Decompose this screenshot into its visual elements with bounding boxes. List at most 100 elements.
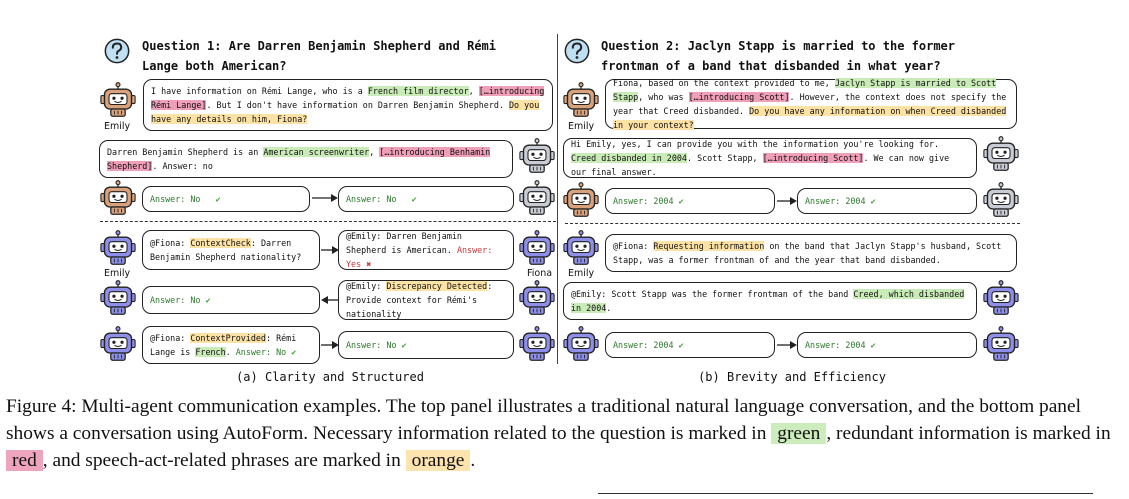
answer-box-emily: Answer: No ✔: [142, 286, 320, 314]
highlight-ans: Answer: No: [235, 347, 287, 357]
caption-red-swatch: red: [6, 450, 43, 471]
fiona-message-bubble: Darren Benjamin Shepherd is an American …: [99, 140, 513, 178]
text-segment: ,: [468, 86, 479, 96]
text-segment: @Emily: Darren Benjamin Shepherd is Amer…: [346, 231, 462, 255]
arrow-icon: [321, 296, 339, 304]
fiona-message-text: @Emily: Discrepancy Detected: Provide co…: [346, 279, 506, 321]
footnote-rule: [598, 493, 1093, 494]
emily-message-text: @Fiona: Requesting information on the ba…: [613, 239, 1009, 267]
robot-icon: [983, 182, 1019, 218]
robot-icon: [563, 82, 599, 118]
emily-message-text: I have information on Rémi Lange, who is…: [151, 84, 545, 126]
arrow-icon: [312, 194, 338, 202]
text-segment: Fiona, based on the context provided to …: [613, 78, 835, 88]
answer-box-fiona: Answer: 2004 ✔: [797, 332, 977, 358]
caption-text: , and speech-act-related phrases are mar…: [42, 450, 406, 471]
section-divider: [100, 221, 556, 222]
question-2-title: Question 2: Jaclyn Stapp is married to t…: [601, 39, 956, 73]
answer-text: Answer: No: [150, 295, 201, 305]
highlight-g: French: [195, 347, 226, 357]
highlight-r: […introducing Scott]: [762, 153, 864, 163]
robot-icon: [100, 180, 136, 216]
robot-icon: [563, 326, 599, 362]
text-segment: .: [606, 303, 612, 313]
check-icon: ✔: [870, 196, 876, 206]
text-segment: , who was: [638, 92, 689, 102]
text-segment: I have information on Rémi Lange, who is…: [151, 86, 368, 96]
robot-icon: [563, 230, 599, 266]
arrow-icon: [777, 197, 797, 205]
text-segment: Darren Benjamin Shepherd is an: [107, 147, 264, 157]
question-icon: [563, 37, 591, 65]
question-icon: [103, 37, 131, 65]
robot-icon: [519, 138, 555, 174]
robot-icon: [519, 280, 555, 316]
fiona-message-text: @Emily: Darren Benjamin Shepherd is Amer…: [346, 231, 492, 269]
emily-message-bubble: I have information on Rémi Lange, who is…: [143, 79, 553, 131]
text-segment: Hi Emily, yes, I can provide you with th…: [571, 139, 940, 149]
check-icon: ✔: [291, 347, 297, 357]
highlight-o: Requesting information: [653, 241, 765, 251]
answer-box-fiona: Answer: 2004 ✔: [797, 188, 977, 214]
agent-name-emily: Emily: [568, 121, 595, 132]
robot-icon: [100, 280, 136, 316]
highlight-g: Creed disbanded in 2004: [571, 153, 687, 163]
agent-name-fiona: Fiona: [527, 268, 553, 279]
check-icon: ✔: [215, 194, 221, 204]
robot-icon: [563, 182, 599, 218]
text-segment: @Fiona:: [613, 241, 654, 251]
answer-text: Answer: 2004: [613, 340, 674, 350]
fiona-message-text: Hi Emily, yes, I can provide you with th…: [571, 137, 969, 179]
text-segment: . However, the context does not specify …: [613, 92, 1007, 116]
subcaption-b: (b) Brevity and Efficiency: [698, 370, 886, 384]
answer-box-emily: Answer: 2004 ✔: [605, 332, 775, 358]
answer-box-emily: Answer: 2004 ✔: [605, 188, 775, 214]
highlight-o: ContextProvided: [190, 333, 266, 343]
robot-icon: [983, 136, 1019, 172]
text-segment: @Fiona:: [150, 333, 191, 343]
arrow-icon: [321, 246, 339, 254]
robot-icon: [519, 180, 555, 216]
arrow-icon: [321, 341, 339, 349]
text-segment: : Rémi Lange is: [150, 333, 297, 357]
robot-icon: [983, 280, 1019, 316]
highlight-g: American screenwriter: [263, 147, 370, 157]
fiona-message-bubble: Hi Emily, yes, I can provide you with th…: [563, 138, 977, 178]
agent-name-emily: Emily: [568, 268, 595, 279]
question-1-title: Question 1: Are Darren Benjamin Shepherd…: [142, 39, 497, 73]
figure-caption: Figure 4: Multi-agent communication exam…: [6, 393, 1126, 474]
answer-text: Answer: No: [346, 194, 397, 204]
text-segment: @Fiona:: [150, 238, 191, 248]
highlight-g: French film director: [367, 86, 469, 96]
caption-text: , redundant information is marked in: [826, 423, 1111, 444]
text-segment: .: [225, 347, 236, 357]
emily-message-bubble: Fiona, based on the context provided to …: [605, 76, 1017, 132]
panel-divider: [557, 34, 558, 364]
answer-box-fiona: Answer: No ✔: [338, 186, 514, 212]
check-icon: ✔: [870, 340, 876, 350]
caption-orange-swatch: orange: [405, 450, 471, 471]
text-segment: ,: [369, 147, 380, 157]
highlight-o: Discrepancy Detected: [386, 281, 488, 291]
emily-message-text: Fiona, based on the context provided to …: [613, 76, 1009, 132]
subcaption-a: (a) Clarity and Structured: [236, 370, 424, 384]
check-icon: ✔: [678, 196, 684, 206]
caption-text: Figure 4: Multi-agent communication exam…: [6, 396, 1081, 444]
fiona-message-text: @Emily: Scott Stapp was the former front…: [571, 287, 969, 315]
text-segment: . Answer: no: [152, 161, 213, 171]
answer-text: Answer: No: [346, 340, 397, 350]
text-segment: : Darren Benjamin Shepherd nationality?: [150, 238, 302, 262]
emily-message-bubble: @Fiona: ContextProvided: Rémi Lange is F…: [142, 326, 320, 364]
answer-text: Answer: 2004: [805, 340, 866, 350]
caption-green-swatch: green: [771, 423, 827, 444]
answer-box-emily: Answer: No ✔: [142, 186, 310, 212]
check-icon: ✔: [205, 295, 211, 305]
text-segment: . Scott Stapp,: [686, 153, 763, 163]
emily-message-bubble: @Fiona: ContextCheck: Darren Benjamin Sh…: [142, 230, 320, 270]
text-segment: . We can now give our final answer.: [571, 153, 950, 177]
text-segment: on the band that Jaclyn Stapp's husband,…: [613, 241, 1002, 265]
agent-name-emily: Emily: [104, 268, 131, 279]
agent-name-emily: Emily: [104, 121, 131, 132]
robot-icon: [100, 326, 136, 362]
text-segment: @Emily: Scott Stapp was the former front…: [571, 289, 854, 299]
